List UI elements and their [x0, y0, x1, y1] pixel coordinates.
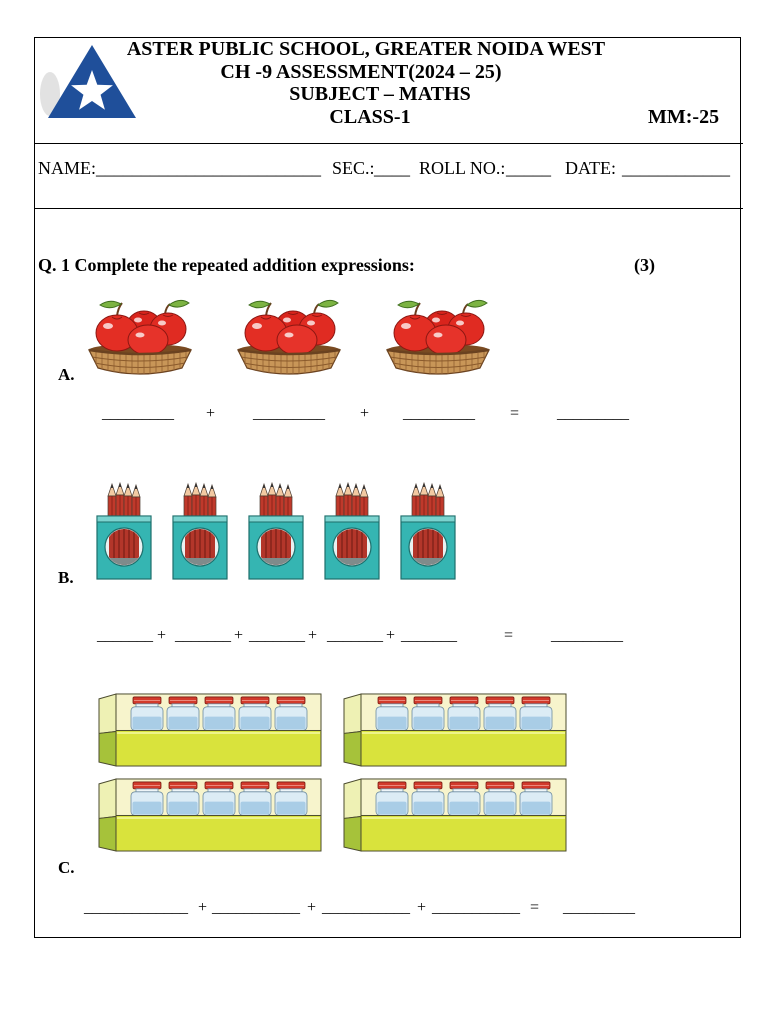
- roll-blank: _____: [506, 158, 551, 178]
- pencil-box-icon: [400, 482, 456, 580]
- question-text: Q. 1 Complete the repeated addition expr…: [38, 255, 415, 275]
- answer-blank: _________: [253, 405, 325, 422]
- subject-title: SUBJECT – MATHS: [289, 83, 471, 105]
- apple-basket-icon: [88, 298, 192, 378]
- pencil-box-icon: [248, 482, 304, 580]
- max-marks: MM:-25: [648, 106, 720, 128]
- answer-blank: _______: [401, 627, 457, 644]
- equals-sign: =: [530, 899, 540, 916]
- date-label: DATE:: [565, 158, 616, 178]
- pencil-box-icon: [172, 482, 228, 580]
- answer-blank: _____________: [84, 899, 188, 916]
- equals-sign: =: [504, 627, 514, 644]
- assessment-title: CH -9 ASSESSMENT(2024 – 25): [220, 61, 502, 83]
- part-b-label: B.: [58, 568, 74, 587]
- jar-crate-icon: [98, 777, 322, 852]
- info-divider: [34, 208, 743, 209]
- answer-blank: _______: [327, 627, 383, 644]
- pencil-box-icon: [96, 482, 152, 580]
- name-label: NAME:: [38, 158, 96, 178]
- answer-blank: _______: [249, 627, 305, 644]
- roll-label: ROLL NO.:: [419, 158, 506, 178]
- school-name: ASTER PUBLIC SCHOOL, GREATER NOIDA WEST: [126, 38, 606, 60]
- part-a-label: A.: [58, 365, 75, 384]
- part-c-label: C.: [58, 858, 75, 877]
- answer-blank: ___________: [322, 899, 410, 916]
- answer-blank: _________: [403, 405, 475, 422]
- plus-sign: +: [234, 627, 244, 644]
- header-divider: [34, 143, 743, 144]
- answer-blank: _______: [175, 627, 231, 644]
- class-title: CLASS-1: [329, 106, 411, 128]
- question-marks: (3): [634, 255, 655, 275]
- result-blank: _________: [551, 627, 623, 644]
- jar-crate-icon: [343, 777, 567, 852]
- part-c-pictures: [98, 692, 567, 852]
- page-border: [34, 37, 741, 938]
- answer-blank: ___________: [212, 899, 300, 916]
- jar-crate-icon: [98, 692, 322, 767]
- plus-sign: +: [307, 899, 317, 916]
- date-blank: ____________: [622, 158, 730, 178]
- plus-sign: +: [308, 627, 318, 644]
- plus-sign: +: [386, 627, 396, 644]
- pencil-box-icon: [324, 482, 380, 580]
- plus-sign: +: [360, 405, 370, 422]
- section-label: SEC.:: [332, 158, 375, 178]
- part-b-pictures: [96, 482, 456, 580]
- school-logo-icon: [40, 42, 140, 122]
- plus-sign: +: [417, 899, 427, 916]
- apple-basket-icon: [237, 298, 341, 378]
- apple-basket-icon: [386, 298, 490, 378]
- plus-sign: +: [157, 627, 167, 644]
- result-blank: _________: [557, 405, 629, 422]
- equals-sign: =: [510, 405, 520, 422]
- result-blank: _________: [563, 899, 635, 916]
- section-blank: ____: [374, 158, 410, 178]
- part-a-pictures: [88, 298, 490, 378]
- jar-crate-icon: [343, 692, 567, 767]
- plus-sign: +: [206, 405, 216, 422]
- answer-blank: ___________: [432, 899, 520, 916]
- answer-blank: _________: [102, 405, 174, 422]
- name-blank: _________________________: [96, 158, 321, 178]
- plus-sign: +: [198, 899, 208, 916]
- answer-blank: _______: [97, 627, 153, 644]
